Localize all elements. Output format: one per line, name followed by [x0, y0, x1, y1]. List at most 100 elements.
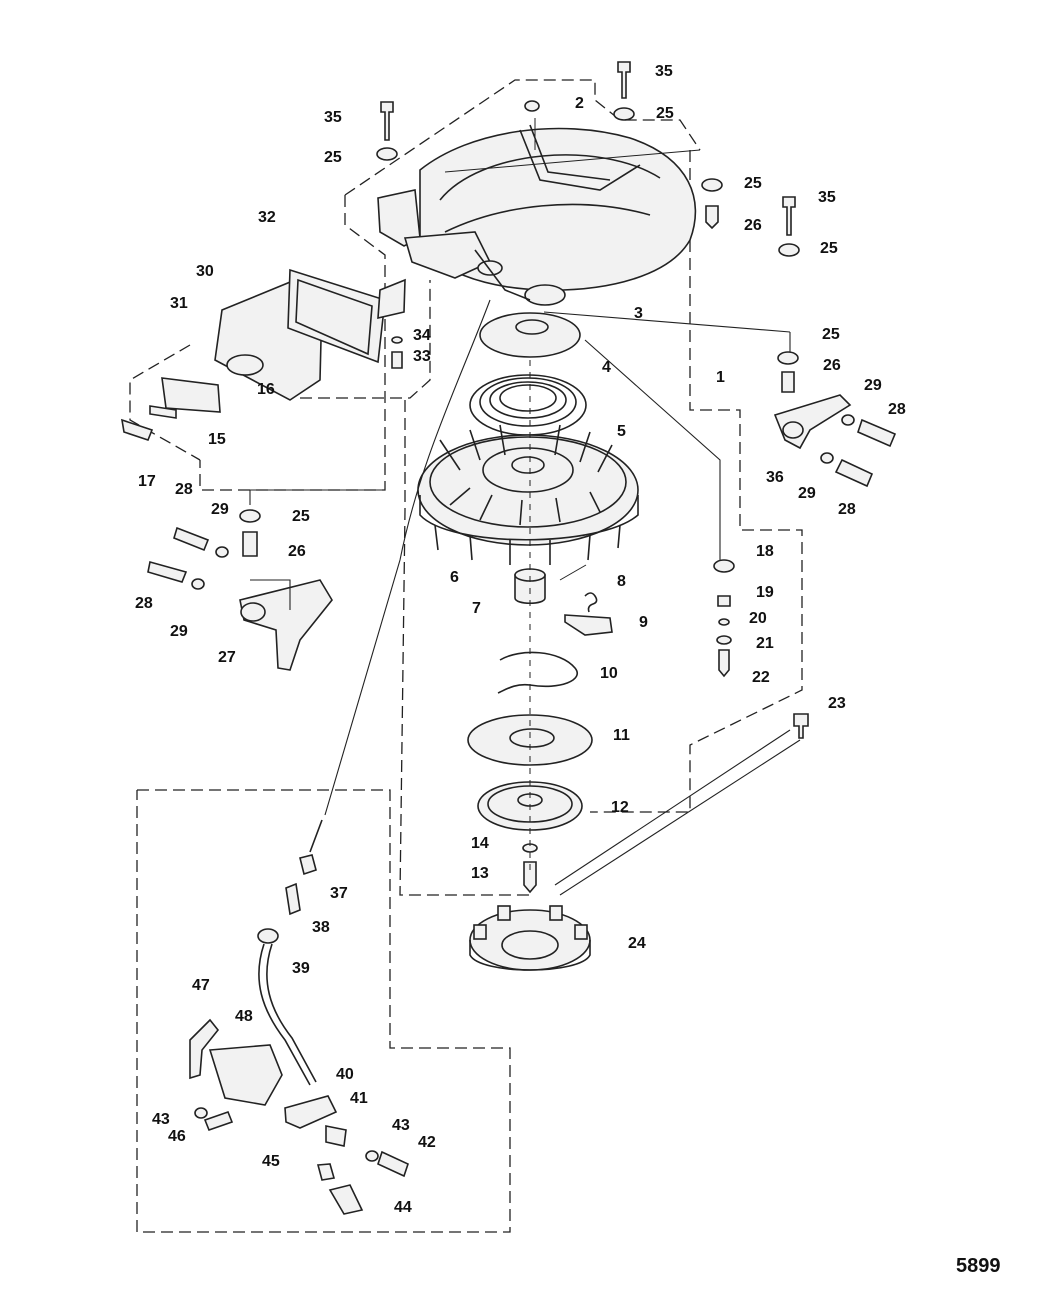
callout-11: 11	[613, 727, 630, 744]
callout-28: 28	[838, 501, 856, 518]
callout-24: 24	[628, 935, 646, 952]
pawl-9	[564, 614, 613, 636]
callout-39: 39	[292, 960, 310, 977]
callout-9: 9	[639, 614, 648, 631]
callout-6: 6	[450, 569, 459, 586]
callout-23: 23	[828, 695, 846, 712]
callout-5: 5	[617, 423, 626, 440]
assembly-outlines	[129, 79, 803, 1233]
bracket-36	[773, 351, 897, 488]
bushing-7	[514, 568, 546, 605]
clip-17	[120, 418, 154, 441]
callout-35: 35	[655, 63, 673, 80]
callout-3: 3	[634, 305, 643, 322]
callout-42: 42	[418, 1134, 436, 1151]
nut-2	[524, 100, 540, 112]
callout-26: 26	[288, 543, 306, 560]
recoil-housing	[377, 118, 697, 306]
callout-28: 28	[175, 481, 193, 498]
callout-25: 25	[822, 326, 840, 343]
callout-15: 15	[208, 431, 226, 448]
callout-27: 27	[218, 649, 236, 666]
screw-23	[793, 713, 809, 739]
callout-2: 2	[575, 95, 584, 112]
outline-right-1	[590, 150, 803, 813]
outline-upper-left	[199, 195, 386, 491]
callout-20: 20	[749, 610, 767, 627]
callout-17: 17	[138, 473, 156, 490]
rope-guide-16	[161, 377, 221, 413]
callout-10: 10	[600, 665, 618, 682]
callout-36: 36	[766, 469, 784, 486]
callout-40: 40	[336, 1066, 354, 1083]
callout-21: 21	[756, 635, 774, 652]
callout-32: 32	[258, 209, 276, 226]
callout-37: 37	[330, 885, 348, 902]
callout-19: 19	[756, 584, 774, 601]
callout-29: 29	[864, 377, 882, 394]
cable-assembly	[257, 819, 323, 1086]
bracket-27	[147, 509, 333, 671]
callout-29: 29	[211, 501, 229, 518]
callout-13: 13	[471, 865, 489, 882]
callout-22: 22	[752, 669, 770, 686]
friction-spring-10	[497, 651, 578, 694]
callout-12: 12	[611, 799, 629, 816]
callout-35: 35	[818, 189, 836, 206]
callout-25: 25	[744, 175, 762, 192]
callout-25: 25	[324, 149, 342, 166]
screw-13	[523, 861, 537, 894]
callout-25: 25	[820, 240, 838, 257]
plate-11	[467, 714, 593, 766]
callout-30: 30	[196, 263, 214, 280]
callout-25: 25	[656, 105, 674, 122]
callout-14: 14	[471, 835, 489, 852]
spring-8	[584, 592, 598, 613]
rope-pulley-6	[417, 424, 639, 565]
callout-43: 43	[392, 1117, 410, 1134]
callout-47: 47	[192, 977, 210, 994]
outline-upper-top	[344, 79, 701, 196]
callout-41: 41	[350, 1090, 368, 1107]
washer-4	[479, 312, 581, 358]
callout-28: 28	[135, 595, 153, 612]
callout-7: 7	[472, 600, 481, 617]
pin-15	[149, 405, 177, 419]
handle-assembly	[120, 268, 406, 441]
callout-4: 4	[602, 359, 611, 376]
starter-cup-24	[469, 905, 591, 971]
lead-lines	[249, 149, 801, 896]
lower-linkage	[189, 1018, 409, 1215]
callout-43: 43	[152, 1111, 170, 1128]
callout-29: 29	[798, 485, 816, 502]
bolts-35	[376, 61, 800, 257]
callout-33: 33	[413, 348, 431, 365]
callout-26: 26	[744, 217, 762, 234]
callout-1: 1	[716, 369, 725, 386]
knob-31	[226, 354, 264, 376]
callout-29: 29	[170, 623, 188, 640]
callout-48: 48	[235, 1008, 253, 1025]
outline-lower-box	[136, 789, 511, 1233]
callout-45: 45	[262, 1153, 280, 1170]
callout-31: 31	[170, 295, 188, 312]
outline-30-region	[300, 280, 431, 399]
outline-left-mid	[399, 400, 530, 896]
callout-35: 35	[324, 109, 342, 126]
callout-16: 16	[257, 381, 275, 398]
callout-28: 28	[888, 401, 906, 418]
callout-25: 25	[292, 508, 310, 525]
rewind-spring-5	[469, 374, 587, 436]
callout-26: 26	[823, 357, 841, 374]
callout-8: 8	[617, 573, 626, 590]
nut-33	[391, 351, 403, 369]
screw-stack-18-22	[713, 559, 735, 678]
callout-38: 38	[312, 919, 330, 936]
figure-number: 5899	[956, 1255, 1001, 1277]
washer-34	[391, 336, 403, 344]
callout-34: 34	[413, 327, 431, 344]
callout-46: 46	[168, 1128, 186, 1145]
callout-18: 18	[756, 543, 774, 560]
